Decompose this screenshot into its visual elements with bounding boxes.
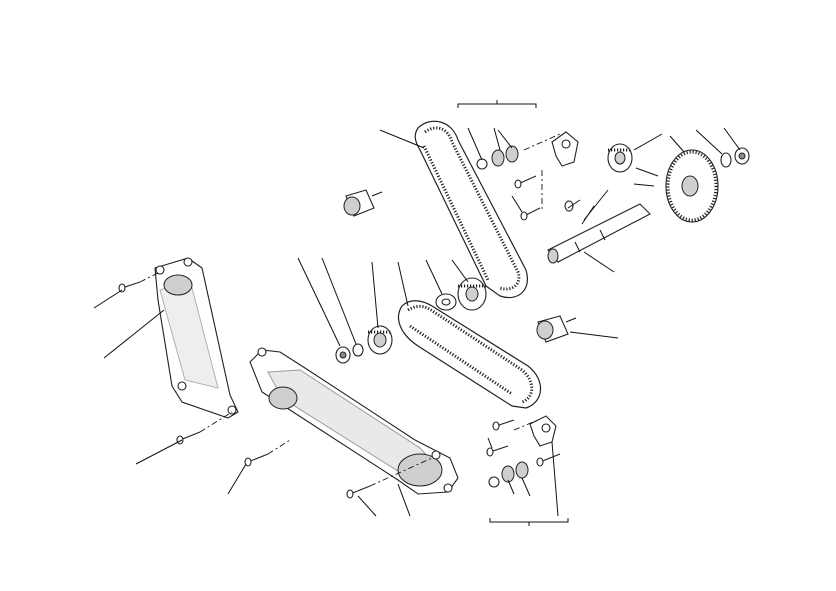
tensioner-bracket-upper xyxy=(551,131,579,167)
bearing-pair-lower xyxy=(488,461,529,488)
washer-center xyxy=(435,293,457,311)
bolt-upper-tensioner xyxy=(514,175,537,189)
cover-screw-2 xyxy=(176,431,201,445)
kit-bracket-lower xyxy=(489,518,569,526)
assembly-axis-cover-3 xyxy=(267,439,291,455)
small-clip-upper xyxy=(564,200,574,212)
assembly-axis-upper xyxy=(523,133,561,151)
camshaft-gear-large xyxy=(665,149,719,223)
bolt-upper-tensioner-2 xyxy=(520,207,541,221)
spacer-lower xyxy=(536,315,577,343)
callout-leaders xyxy=(93,127,741,517)
bolt-lower-tensioner xyxy=(492,419,515,431)
outer-belt-cover-left xyxy=(154,257,239,419)
belt-tensioner-roller xyxy=(367,325,393,355)
outer-belt-cover-right xyxy=(249,347,459,495)
nut-upper-right xyxy=(734,147,750,165)
bolt-lower-tensioner-2 xyxy=(486,445,509,457)
timing-belt-upper xyxy=(414,120,528,299)
camshaft xyxy=(547,203,651,264)
cover-screw-3 xyxy=(244,453,269,467)
small-nut-left xyxy=(335,346,351,364)
assembly-axis-cover-4 xyxy=(369,457,433,487)
assembly-axis-cover-2 xyxy=(199,411,233,433)
assembly-axis-cover-1 xyxy=(139,271,161,283)
timing-pulley-center xyxy=(457,277,487,311)
cover-screw-4 xyxy=(346,485,371,499)
spacer-upper xyxy=(343,189,383,217)
cover-screw-1 xyxy=(118,281,141,293)
kit-bracket-upper xyxy=(457,100,537,108)
tensioner-bracket-lower xyxy=(529,415,557,447)
camshaft-pulley-small xyxy=(607,143,633,173)
washer-upper-right xyxy=(720,152,732,168)
bearing-pair-upper xyxy=(476,145,519,170)
assembly-axis-lower xyxy=(513,419,539,431)
small-washer-left xyxy=(352,343,364,357)
pin-lower-tensioner xyxy=(536,453,561,467)
timing-belt-lower xyxy=(397,300,542,409)
